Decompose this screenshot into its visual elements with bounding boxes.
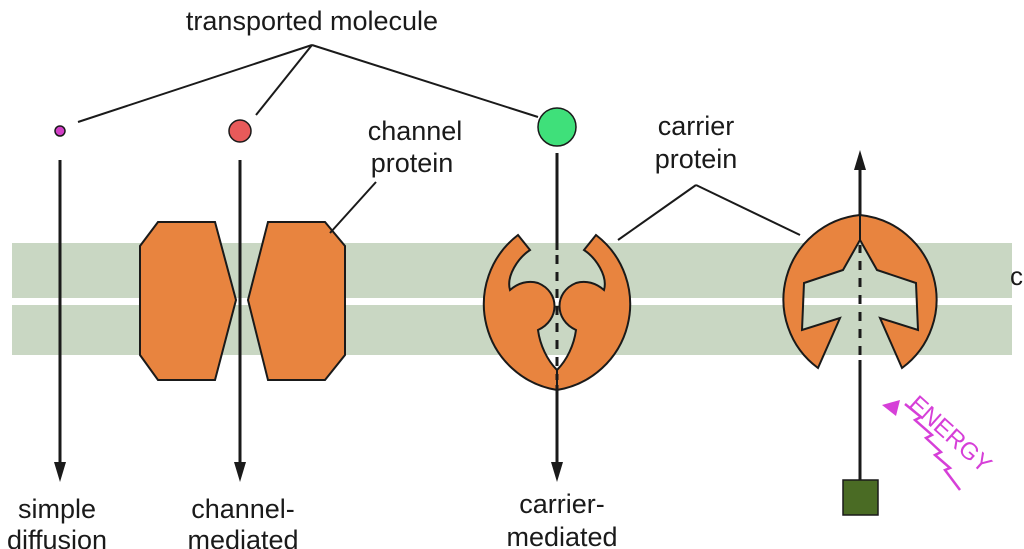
channel-protein-left-half <box>139 221 238 381</box>
carrier-protein-right-half <box>556 233 632 392</box>
energy-squiggle <box>904 403 961 491</box>
energy-arrowhead <box>882 400 900 416</box>
pump-arrow <box>854 150 866 485</box>
channel-protein <box>139 221 346 381</box>
edge-label: c <box>1010 261 1023 291</box>
channel-protein-right-half <box>246 221 346 381</box>
transported-molecule-pointers <box>77 44 539 123</box>
pointer-to-medium-molecule <box>255 44 313 116</box>
carrier-mediated-label-line1: carrier- <box>519 489 605 519</box>
channel-protein-label-line1: channel <box>368 116 463 146</box>
simple-diffusion-arrow <box>54 160 66 482</box>
pointer-to-small-molecule <box>77 44 313 123</box>
carrier-mediated-label-line2: mediated <box>506 522 617 549</box>
medium-molecule <box>228 119 252 143</box>
carrier-protein-label-line2: protein <box>655 144 738 174</box>
transported-molecule-label: transported molecule <box>186 6 438 36</box>
large-molecule <box>537 107 577 147</box>
channel-protein-pointer <box>329 181 377 234</box>
channel-mediated-arrow <box>234 160 246 482</box>
channel-mediated-label-line2: mediated <box>187 525 298 549</box>
carrier-protein-pump <box>782 213 938 370</box>
carrier-mediated-arrow <box>551 153 563 482</box>
channel-protein-label-line2: protein <box>371 148 454 178</box>
pump-right-half <box>859 213 938 370</box>
carrier-protein-left-half <box>482 233 558 392</box>
small-molecule <box>54 125 66 137</box>
simple-diffusion-label-line1: simple <box>18 494 96 524</box>
carrier-protein-open-out <box>482 233 632 392</box>
energy-input: ENERGY <box>882 390 997 491</box>
carrier-protein-pointers <box>617 184 801 241</box>
pumped-molecule-square <box>842 479 879 516</box>
pointer-to-large-molecule <box>311 44 539 118</box>
channel-mediated-label-line1: channel- <box>191 494 295 524</box>
pump-left-half <box>782 213 861 370</box>
simple-diffusion-label-line2: diffusion <box>7 525 107 549</box>
energy-label: ENERGY <box>903 390 996 478</box>
carrier-protein-label-line1: carrier <box>658 111 735 141</box>
